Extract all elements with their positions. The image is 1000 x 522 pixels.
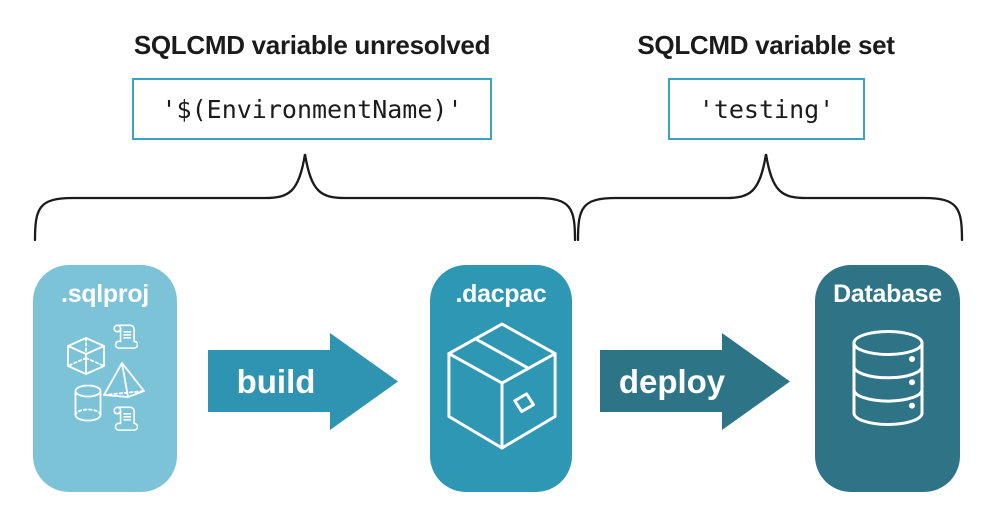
code-text-testing: 'testing' <box>698 94 835 124</box>
code-text-environment-name: '$(EnvironmentName)' <box>161 94 463 124</box>
sqlproj-card: .sqlproj <box>33 265 177 492</box>
database-card: Database <box>815 265 960 492</box>
dacpac-card: .dacpac <box>430 265 572 492</box>
dacpac-card-label: .dacpac <box>455 280 547 308</box>
cylinder-icon <box>74 384 102 422</box>
script-scroll-icon <box>113 324 138 349</box>
pyramid-icon <box>103 362 145 398</box>
package-box-icon <box>447 322 557 450</box>
deploy-arrow-label: deploy <box>619 363 726 400</box>
deploy-arrow: deploy <box>600 333 790 430</box>
code-box-environment-name: '$(EnvironmentName)' <box>132 78 492 140</box>
cube-icon <box>67 337 105 375</box>
sqlproj-card-label: .sqlproj <box>61 280 149 308</box>
right-curly-brace <box>576 153 964 242</box>
database-card-label: Database <box>833 280 942 308</box>
heading-variable-unresolved: SQLCMD variable unresolved <box>133 29 491 60</box>
build-arrow: build <box>208 333 398 430</box>
heading-variable-set: SQLCMD variable set <box>637 29 895 60</box>
code-box-testing: 'testing' <box>668 78 865 140</box>
script-scroll-icon <box>113 406 138 431</box>
build-arrow-label: build <box>237 363 316 400</box>
database-cylinder-icon <box>852 330 924 426</box>
left-curly-brace <box>33 153 577 242</box>
